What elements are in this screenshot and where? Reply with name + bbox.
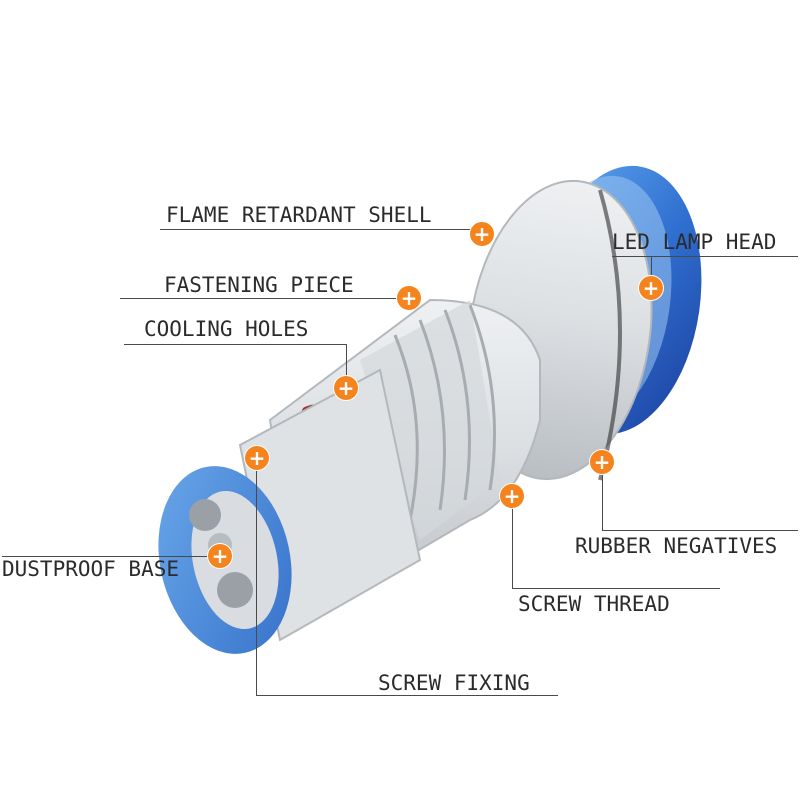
marker-rubber-negatives-icon: + bbox=[590, 450, 614, 474]
leader-rubber-negatives bbox=[602, 462, 603, 530]
leader-screw-fixing-h bbox=[256, 695, 558, 696]
leader-cooling-holes bbox=[124, 344, 346, 345]
leader-led-lamp-head bbox=[612, 256, 798, 257]
leader-cooling-holes-drop bbox=[346, 344, 347, 386]
marker-cooling-holes-icon: + bbox=[334, 376, 358, 400]
label-screw-fixing: SCREW FIXING bbox=[378, 671, 530, 695]
marker-led-lamp-head-icon: + bbox=[639, 276, 663, 300]
leader-rubber-negatives-h bbox=[602, 530, 798, 531]
label-cooling-holes: COOLING HOLES bbox=[144, 317, 309, 341]
leader-fastening-piece bbox=[120, 298, 410, 299]
leader-flame-retardant-shell bbox=[160, 229, 480, 230]
marker-dustproof-base-icon: + bbox=[208, 544, 232, 568]
label-flame-retardant-shell: FLAME RETARDANT SHELL bbox=[166, 203, 432, 227]
marker-fastening-piece-icon: + bbox=[397, 286, 421, 310]
marker-screw-thread-icon: + bbox=[500, 484, 524, 508]
leader-screw-thread bbox=[512, 496, 513, 588]
label-screw-thread: SCREW THREAD bbox=[518, 592, 670, 616]
marker-flame-retardant-shell-icon: + bbox=[470, 222, 494, 246]
label-dustproof-base: DUSTPROOF BASE bbox=[2, 557, 180, 581]
label-fastening-piece: FASTENING PIECE bbox=[164, 273, 354, 297]
leader-led-lamp-head-drop bbox=[651, 256, 652, 288]
leader-dustproof-base bbox=[2, 556, 220, 557]
label-led-lamp-head: LED LAMP HEAD bbox=[612, 230, 777, 254]
marker-screw-fixing-icon: + bbox=[245, 446, 269, 470]
leader-screw-thread-h bbox=[512, 588, 720, 589]
leader-screw-fixing bbox=[256, 458, 257, 695]
label-rubber-negatives: RUBBER NEGATIVES bbox=[575, 534, 778, 558]
